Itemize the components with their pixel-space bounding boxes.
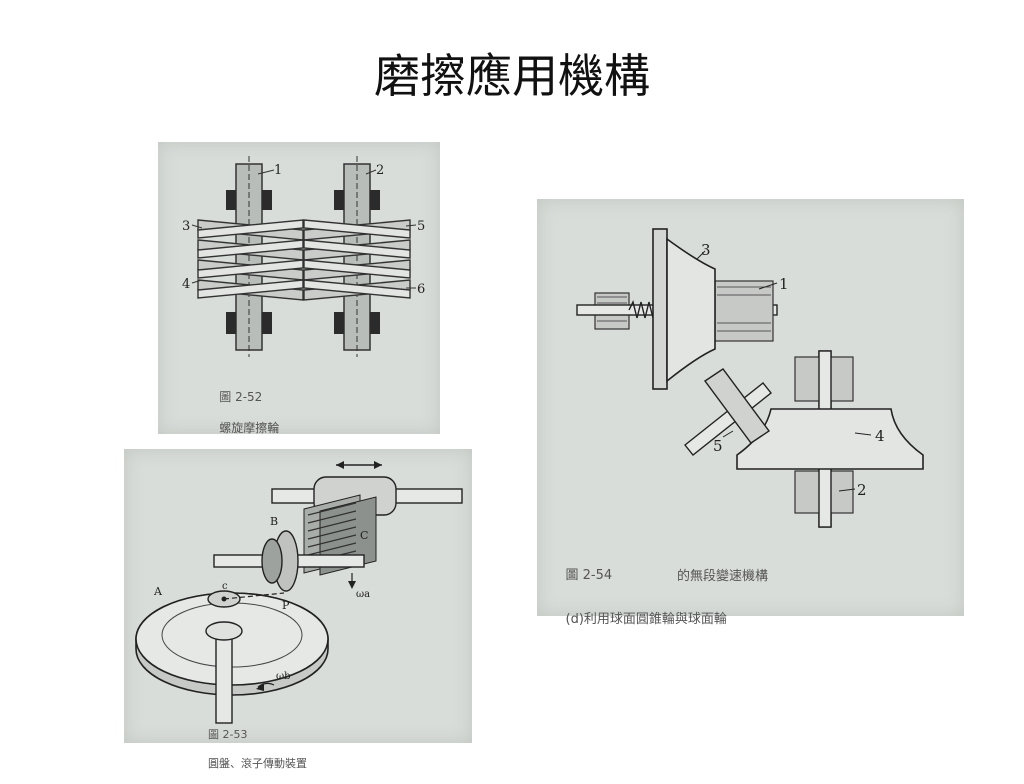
label-c: c — [222, 581, 228, 592]
label-B: B — [270, 515, 278, 528]
label-C: C — [360, 529, 368, 542]
slide-title: 磨擦應用機構 — [374, 49, 650, 103]
label-2: 2 — [857, 481, 867, 499]
figure-2-52-helical-friction-wheels: 1 2 3 4 5 6 圖 2-52 螺旋摩擦輪 — [158, 142, 440, 435]
disk-roller-drawing: A B C P c ωa ωb — [135, 461, 463, 724]
caption-number: 圖 2-53 — [208, 728, 248, 741]
figure-2-53-disk-roller-drive: A B C P c ωa ωb 圖 2-53 圓盤、滾子傳動裝置 — [124, 449, 472, 770]
figure-2-52-caption: 圖 2-52 螺旋摩擦輪 — [204, 374, 279, 450]
label-5: 5 — [713, 437, 723, 455]
label-P: P — [282, 599, 290, 612]
label-4: 4 — [875, 427, 885, 445]
figure-2-54-caption-line-2: 的無段變速機構 — [677, 569, 769, 584]
figure-2-53-caption: 圖 2-53 圓盤、滾子傳動裝置 — [194, 713, 307, 784]
caption-line-1: (d)利用球面圓錐輪與球面輪 — [565, 612, 727, 627]
caption-text: 圓盤、滾子傳動裝置 — [208, 757, 307, 770]
caption-text: 螺旋摩擦輪 — [219, 421, 280, 435]
label-1: 1 — [779, 275, 789, 293]
label-A: A — [153, 585, 163, 598]
label-2: 2 — [376, 163, 384, 178]
cone-wheel-drawing: 1 2 3 4 5 — [576, 228, 924, 528]
label-1: 1 — [274, 163, 282, 178]
figure-2-54-variable-speed-mechanism: 1 2 3 4 5 圖 2-54 (d)利用球面圓錐輪與球面輪 的無段變速機構 — [537, 199, 964, 627]
helical-wheels-drawing: 1 2 3 4 5 6 — [182, 156, 425, 357]
caption-number: 圖 2-54 — [565, 568, 613, 583]
label-6: 6 — [417, 282, 425, 297]
label-omega-b: ωb — [276, 671, 291, 682]
caption-number: 圖 2-52 — [219, 390, 263, 404]
figure-2-54-caption: 圖 2-54 (d)利用球面圓錐輪與球面輪 — [549, 543, 727, 653]
label-omega-a: ωa — [356, 589, 370, 600]
label-3: 3 — [701, 241, 711, 259]
label-4: 4 — [182, 277, 190, 292]
label-5: 5 — [417, 219, 425, 234]
label-3: 3 — [182, 219, 190, 234]
